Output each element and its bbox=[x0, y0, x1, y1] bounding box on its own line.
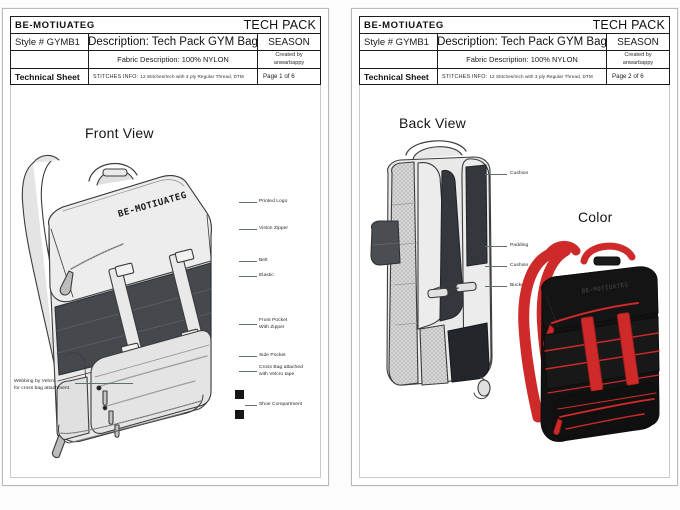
callout-side-pocket: Side Pocket bbox=[259, 353, 286, 358]
callout-elastic: Elastic bbox=[259, 273, 274, 278]
leader-shoe-compartment bbox=[245, 405, 257, 406]
title-block-fabric-row: Fabric Description: 100% NYLON Created b… bbox=[11, 51, 320, 69]
leader-webbing-velcro bbox=[75, 383, 133, 384]
description: Description: Tech Pack GYM Bag bbox=[89, 34, 258, 50]
tech-pack-sheet-page-1: BE-MOTIUATEG TECH PACK Style # GYMB1 Des… bbox=[2, 8, 329, 486]
stitches-info-lead-2: STITCHES INFO: bbox=[442, 73, 488, 80]
title-block-tech-row: Technical Sheet STITCHES INFO: 12 Stitch… bbox=[11, 69, 320, 84]
view-title-front: Front View bbox=[85, 125, 154, 141]
view-title-back: Back View bbox=[399, 115, 466, 131]
callout-printed-logo: Printed Logo bbox=[259, 199, 288, 204]
created-by-name-2: anwarbappy bbox=[622, 59, 654, 66]
front-view-illustration: BE-MOTIUATEG bbox=[21, 154, 212, 459]
callout-cushion-lower: Cushion bbox=[510, 263, 529, 268]
title-block-fabric-row-2: Fabric Description: 100% NYLON Created b… bbox=[360, 51, 669, 69]
callout-bucket: Bucket bbox=[510, 283, 526, 288]
callout-padding: Padding bbox=[510, 243, 529, 248]
leader-side-pocket bbox=[239, 356, 257, 357]
callout-cross-bag: Cross Bag attached with Velcro tape bbox=[259, 365, 303, 378]
stitches-info: STITCHES INFO: 12 Stitches/Inch with 3 p… bbox=[89, 69, 258, 84]
title-block-description-row: Style # GYMB1 Description: Tech Pack GYM… bbox=[11, 34, 320, 51]
callout-webbing-velcro: Webbing by Velcro for cross bag attachme… bbox=[14, 379, 71, 392]
callout-shoe-compartment: Shoe Compartment bbox=[259, 402, 303, 407]
doc-type-label: TECH PACK bbox=[243, 18, 316, 32]
leader-front-pocket bbox=[239, 324, 257, 325]
tech-pack-sheet-page-2: BE-MOTIUATEG TECH PACK Style # GYMB1 Des… bbox=[351, 8, 678, 486]
view-title-color: Color bbox=[578, 209, 613, 225]
callout-vislon-zipper: Vislon Zipper bbox=[259, 226, 289, 231]
created-by-label: Created by bbox=[275, 51, 303, 58]
callout-belt: Belt bbox=[259, 258, 268, 263]
colorway-illustration: BE-MOTIUATEG bbox=[518, 241, 660, 442]
shoe-compartment-marker-upper bbox=[235, 390, 244, 399]
stitches-info-lead: STITCHES INFO: bbox=[93, 73, 139, 80]
fabric-description-2: Fabric Description: 100% NYLON bbox=[438, 51, 607, 68]
brand-name: BE-MOTIUATEG bbox=[15, 19, 95, 31]
leader-cross-bag bbox=[239, 371, 257, 372]
leader-bucket bbox=[485, 286, 507, 287]
leader-belt bbox=[239, 261, 257, 262]
created-by-label-2: Created by bbox=[624, 51, 652, 58]
season-label: SEASON bbox=[268, 36, 310, 48]
style-number: Style # GYMB1 bbox=[11, 34, 89, 50]
stitches-info-detail: 12 Stitches/Inch with 3 ply Regular Thre… bbox=[140, 74, 244, 79]
stitches-info-2: STITCHES INFO: 12 Stitches/Inch with 3 p… bbox=[438, 69, 607, 84]
brand-name-2: BE-MOTIUATEG bbox=[364, 19, 444, 31]
title-block-brand-row-2: BE-MOTIUATEG TECH PACK bbox=[360, 17, 669, 34]
blank-cell-2 bbox=[360, 51, 438, 68]
leader-vislon-zipper bbox=[239, 229, 257, 230]
title-block-page-1: BE-MOTIUATEG TECH PACK Style # GYMB1 Des… bbox=[10, 16, 321, 85]
created-by-name: anwarbappy bbox=[273, 59, 305, 66]
created-by-2: Created by anwarbappy bbox=[607, 51, 669, 68]
created-by: Created by anwarbappy bbox=[258, 51, 320, 68]
page-number-page-1: Page 1 of 6 bbox=[263, 73, 295, 80]
page-number-page-2: Page 2 of 6 bbox=[612, 73, 644, 80]
back-view-illustration bbox=[370, 140, 493, 400]
leader-padding bbox=[485, 246, 507, 247]
title-block-tech-row-2: Technical Sheet STITCHES INFO: 12 Stitch… bbox=[360, 69, 669, 84]
title-block-page-2: BE-MOTIUATEG TECH PACK Style # GYMB1 Des… bbox=[359, 16, 670, 85]
description-2: Description: Tech Pack GYM Bag bbox=[438, 34, 607, 50]
style-number-2: Style # GYMB1 bbox=[360, 34, 438, 50]
stitches-info-detail-2: 12 Stitches/Inch with 3 ply Regular Thre… bbox=[489, 74, 593, 79]
doc-type-label-2: TECH PACK bbox=[592, 18, 665, 32]
blank-cell bbox=[11, 51, 89, 68]
callout-cushion-top: Cushion bbox=[510, 171, 529, 176]
technical-sheet-label-2: Technical Sheet bbox=[360, 69, 438, 84]
fabric-description: Fabric Description: 100% NYLON bbox=[89, 51, 258, 68]
leader-cushion-top bbox=[485, 174, 507, 175]
technical-sheet-label: Technical Sheet bbox=[11, 69, 89, 84]
callout-front-pocket: Front Pocket With Zipper bbox=[259, 318, 288, 331]
title-block-brand-row: BE-MOTIUATEG TECH PACK bbox=[11, 17, 320, 34]
leader-printed-logo bbox=[239, 202, 257, 203]
leader-cushion-lower bbox=[485, 266, 507, 267]
season-label-2: SEASON bbox=[617, 36, 659, 48]
title-block-description-row-2: Style # GYMB1 Description: Tech Pack GYM… bbox=[360, 34, 669, 51]
shoe-compartment-marker-lower bbox=[235, 410, 244, 419]
leader-elastic bbox=[239, 276, 257, 277]
